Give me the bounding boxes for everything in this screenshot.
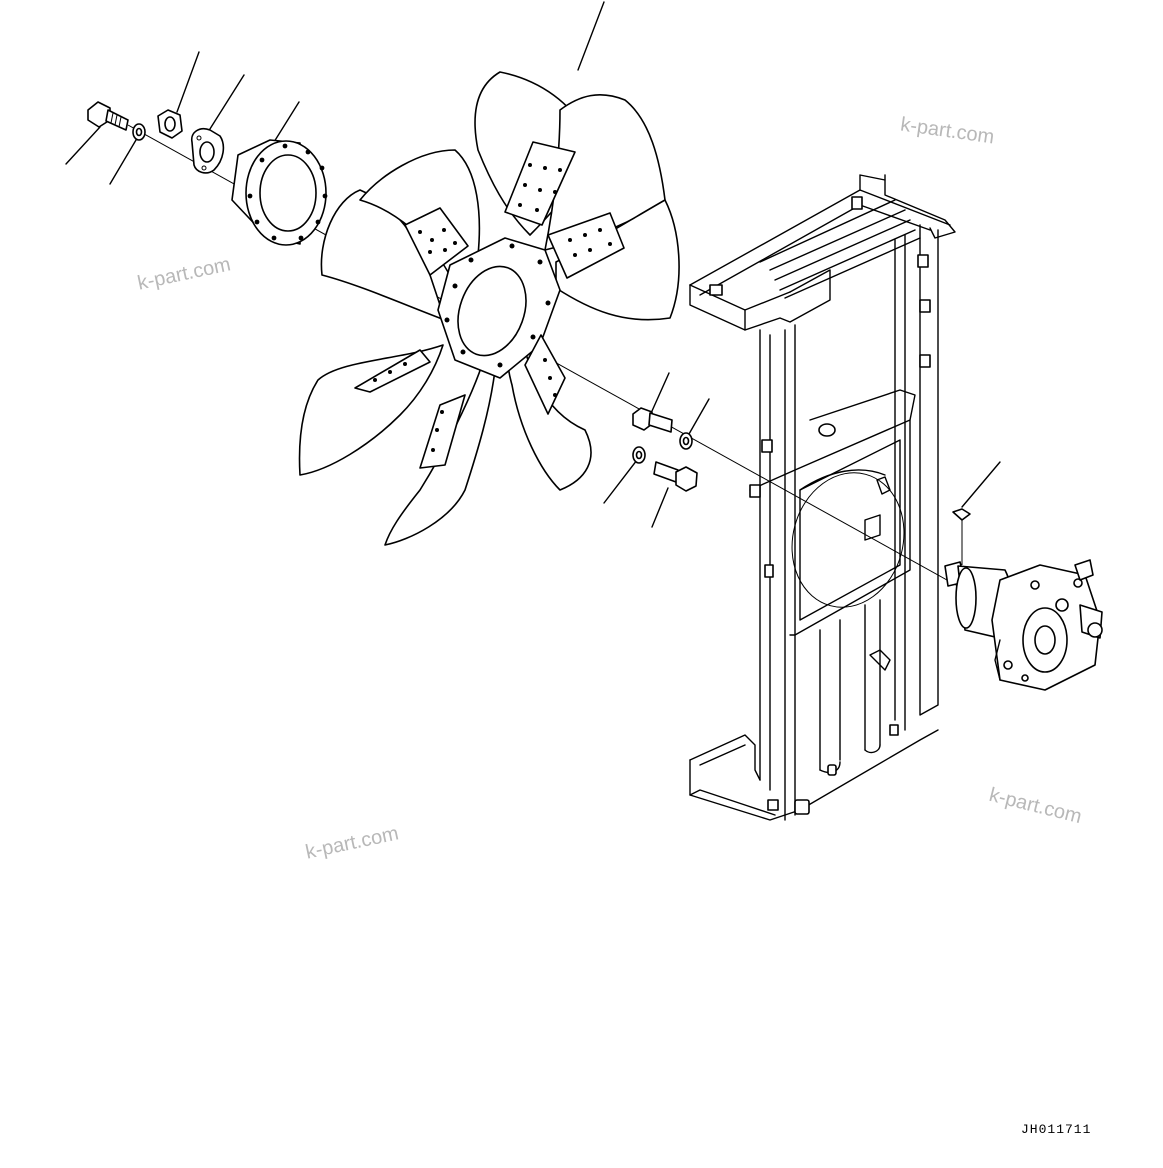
leader-line-washer-left [603,459,638,504]
leader-line-fan [577,1,605,71]
plate [190,127,225,174]
fan-pad [504,141,576,226]
leader-line-left-bolt [65,126,101,165]
leader-lines [65,1,1001,528]
left-bolt [87,101,129,131]
key [952,508,971,565]
leader-line-washer-right [688,398,710,435]
spacer [231,139,328,246]
leader-line-bolt-upper [651,372,670,412]
leader-line-key [961,461,1001,508]
bolt-lower [653,461,698,492]
nut [157,109,183,139]
frame-assembly [689,174,956,821]
left-washer [132,123,146,141]
washer-right [679,432,693,450]
fan [298,71,680,546]
leader-line-bolt-lower [651,487,669,528]
washer-left [632,446,646,464]
fan-pad [547,212,625,279]
leader-line-left-washer [109,139,137,185]
leader-line-nut [176,51,200,113]
hydraulic-motor [944,559,1103,691]
fan-pad [404,207,469,276]
bolt-upper [632,407,673,433]
diagram-id-label: JH011711 [1021,1122,1092,1137]
